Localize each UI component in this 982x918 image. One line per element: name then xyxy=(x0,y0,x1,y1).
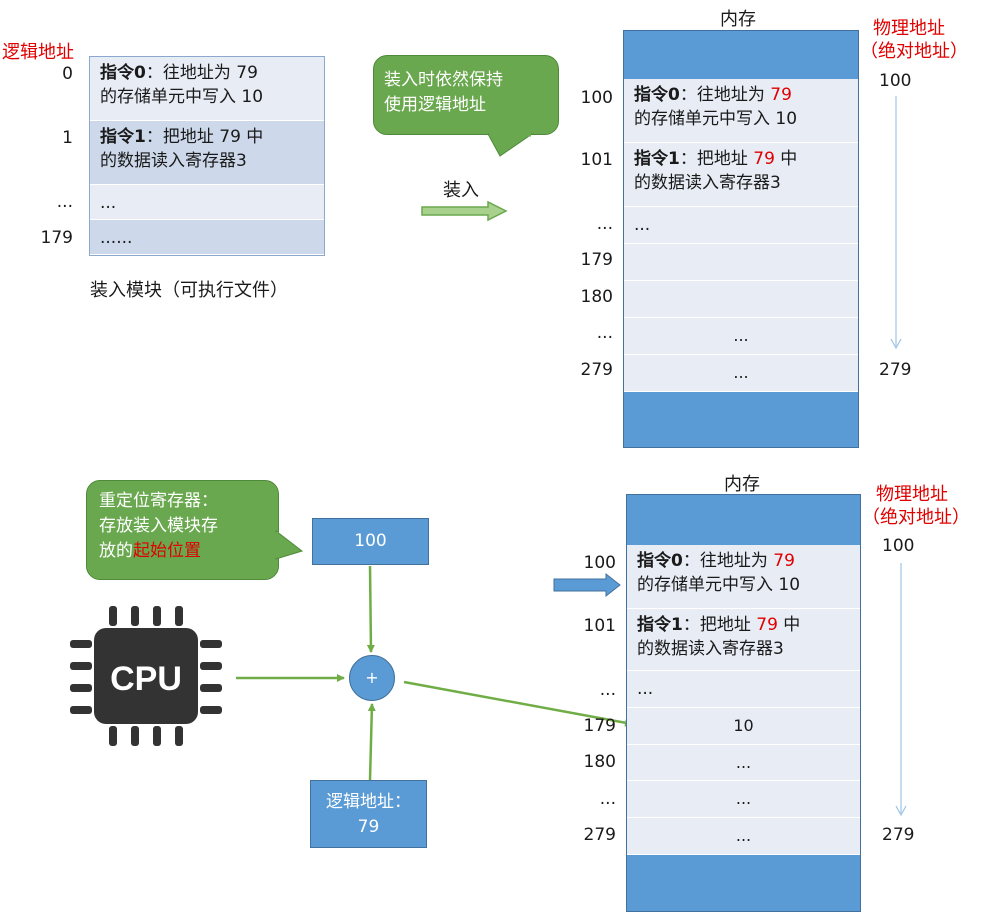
relocation-note-bubble: 重定位寄存器： 存放装入模块存 放的起始位置 xyxy=(86,480,279,580)
top-mem-row-instruction1: 指令1：把地址 79 中 的数据读入寄存器3 xyxy=(624,143,858,207)
bottom-mem-label-100: 100 xyxy=(583,553,616,573)
module-row-instruction0: 指令0：往地址为 79 的存储单元中写入 10 xyxy=(90,57,324,121)
module-row-label-3: 179 xyxy=(40,228,73,248)
bottom-mem-label-180: 180 xyxy=(583,752,616,772)
bottom-mem-row-ellipsis2: ... xyxy=(627,781,860,818)
instruction0-label: 指令0 xyxy=(100,63,146,83)
bottom-memory-block: 指令0：往地址为 79 的存储单元中写入 10 指令1：把地址 79 中 的数据… xyxy=(626,494,861,912)
top-mem-label-179: 179 xyxy=(580,250,613,270)
logical-address-header: 逻辑地址 xyxy=(2,42,74,63)
load-note-tail xyxy=(487,133,534,157)
adder-circle: + xyxy=(349,655,395,701)
top-physical-address-header: 物理地址 xyxy=(873,18,945,39)
top-physical-address-sub: （绝对地址） xyxy=(860,41,968,62)
bottom-mem-label-179: 179 xyxy=(583,716,616,736)
bottom-mem-row-instruction1: 指令1：把地址 79 中 的数据读入寄存器3 xyxy=(627,609,860,671)
bottom-mem-label-279: 279 xyxy=(583,825,616,845)
cpu-icon: CPU xyxy=(70,606,222,746)
load-note-line2: 使用逻辑地址 xyxy=(384,95,486,115)
bottom-physical-end: 279 xyxy=(882,825,915,845)
load-note-line1: 装入时依然保持 xyxy=(384,70,503,90)
top-mem-label-ellipsis2: ... xyxy=(596,323,613,343)
load-arrow xyxy=(421,200,508,222)
top-mem-row-instruction0: 指令0：往地址为 79 的存储单元中写入 10 xyxy=(624,79,858,143)
relocation-note-line1: 重定位寄存器： xyxy=(99,491,218,511)
load-module-caption: 装入模块（可执行文件） xyxy=(90,280,288,301)
module-row-instruction1: 指令1：把地址 79 中 的数据读入寄存器3 xyxy=(90,121,324,185)
module-row-label-1: 1 xyxy=(62,128,73,148)
instruction0-text-a: ：往地址为 79 xyxy=(145,63,258,83)
bottom-address-range-arrow xyxy=(895,563,907,817)
bottom-physical-address-sub: （绝对地址） xyxy=(862,507,970,528)
load-note-bubble: 装入时依然保持 使用逻辑地址 xyxy=(373,55,559,135)
top-mem-label-101: 101 xyxy=(580,150,613,170)
top-memory-block: 指令0：往地址为 79 的存储单元中写入 10 指令1：把地址 79 中 的数据… xyxy=(623,30,859,448)
top-mem-row-279: ... xyxy=(624,355,858,392)
relocation-note-line2: 存放装入模块存 xyxy=(99,516,218,536)
load-arrow-label: 装入 xyxy=(443,180,479,201)
bottom-mem-row-279: ... xyxy=(627,818,860,855)
instruction1-label: 指令1 xyxy=(100,127,146,147)
cpu-label: CPU xyxy=(110,660,182,698)
top-mem-label-100: 100 xyxy=(580,88,613,108)
top-mem-row-ellipsis2: ... xyxy=(624,318,858,355)
top-physical-start: 100 xyxy=(879,71,912,91)
bottom-mem-row-179: 10 xyxy=(627,708,860,745)
top-mem-label-ellipsis1: ... xyxy=(596,214,613,234)
logical-address-box: 逻辑地址： 79 xyxy=(310,780,427,848)
instruction1-text-b: 的数据读入寄存器3 xyxy=(100,151,247,171)
top-physical-end: 279 xyxy=(879,360,912,380)
top-mem-row-ellipsis: ... xyxy=(624,207,858,244)
logical-address-value: 79 xyxy=(357,817,380,837)
bottom-physical-start: 100 xyxy=(882,536,915,556)
bottom-physical-address-header: 物理地址 xyxy=(876,484,948,505)
bottom-mem-label-ellipsis2: ... xyxy=(599,789,616,809)
bottom-mem-row-180: ... xyxy=(627,745,860,781)
module-row-last: ...... xyxy=(90,220,324,255)
bottom-mem-label-101: 101 xyxy=(583,616,616,636)
relocation-register: 100 xyxy=(312,518,429,565)
module-row-ellipsis: ... xyxy=(90,185,324,220)
module-row-label-0: 0 xyxy=(62,64,73,84)
top-mem-row-179 xyxy=(624,244,858,281)
bottom-mem-row-instruction0: 指令0：往地址为 79 的存储单元中写入 10 xyxy=(627,545,860,609)
relocation-note-tail xyxy=(275,529,304,560)
top-mem-row-180 xyxy=(624,281,858,318)
bottom-mem-row-ellipsis: ... xyxy=(627,671,860,708)
bottom-mem-label-ellipsis1: ... xyxy=(599,680,616,700)
logical-address-label: 逻辑地址： xyxy=(326,792,411,812)
instruction0-text-b: 的存储单元中写入 10 xyxy=(100,87,264,107)
top-memory-title: 内存 xyxy=(720,9,756,30)
top-address-range-arrow xyxy=(890,96,902,350)
instruction1-text-a: ：把地址 79 中 xyxy=(145,127,264,147)
load-module-table: 指令0：往地址为 79 的存储单元中写入 10 指令1：把地址 79 中 的数据… xyxy=(89,56,325,256)
top-mem-label-180: 180 xyxy=(580,287,613,307)
relocation-note-line3: 放的起始位置 xyxy=(99,541,201,561)
bottom-memory-title: 内存 xyxy=(724,474,760,495)
top-mem-label-279: 279 xyxy=(580,360,613,380)
module-row-label-2: ... xyxy=(56,192,73,212)
base-pointer-arrow xyxy=(553,572,621,598)
